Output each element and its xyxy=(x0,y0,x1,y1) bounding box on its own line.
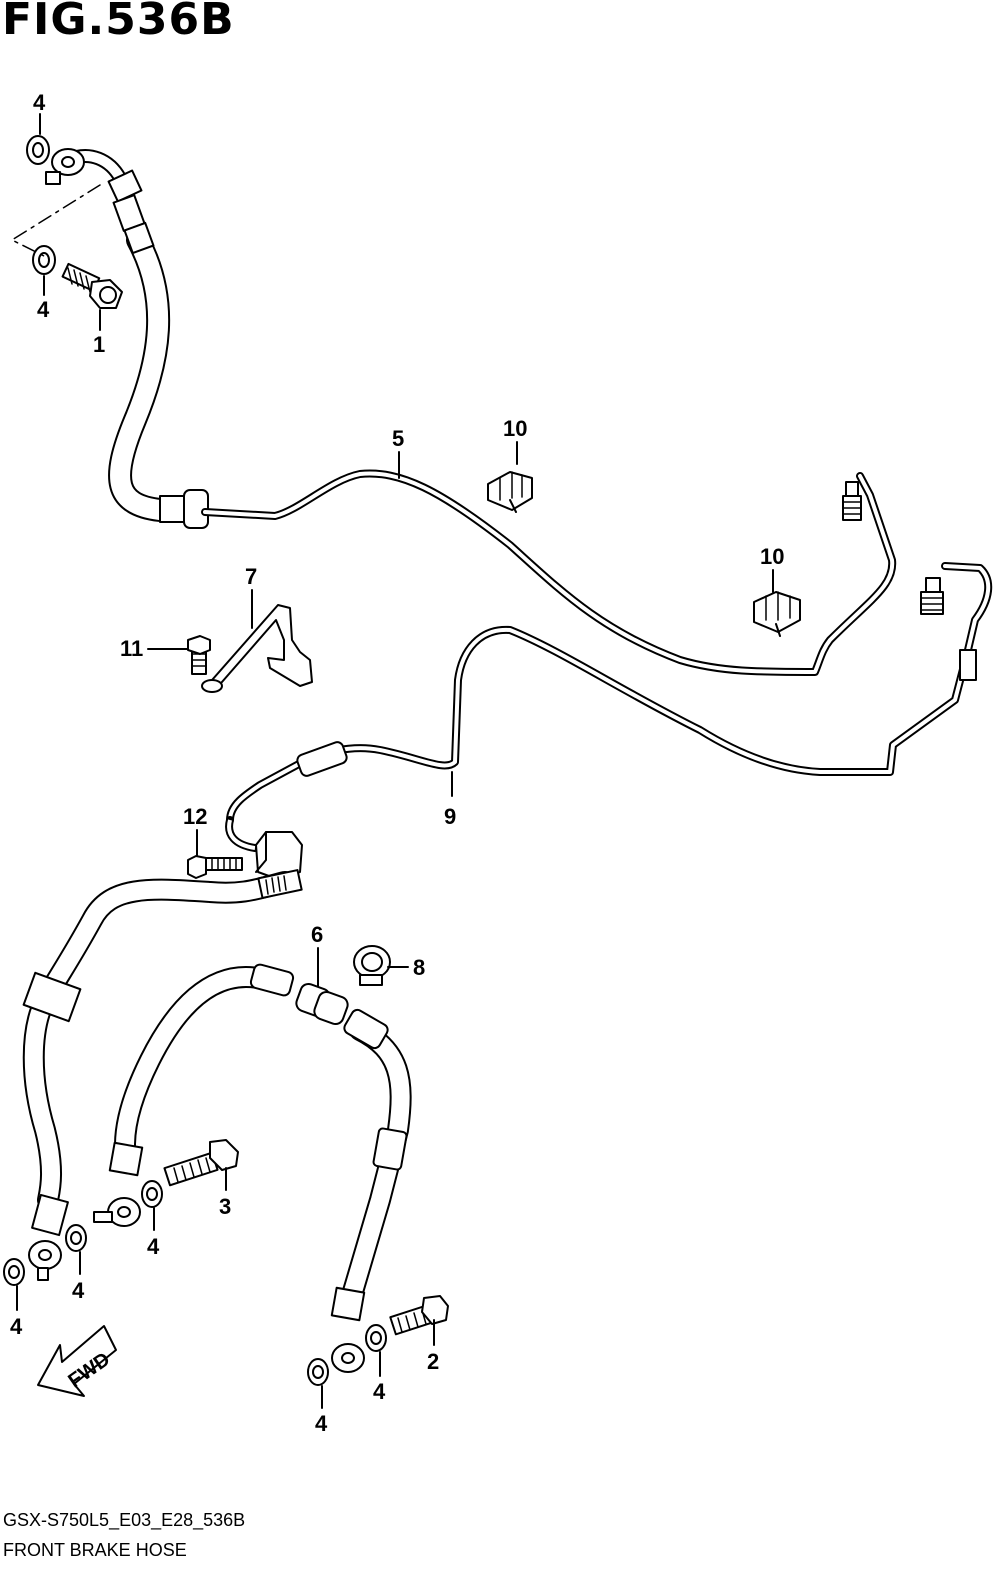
washer-right-inner xyxy=(365,1324,387,1352)
callout-washer-4-left-inner: 4 xyxy=(72,1278,85,1303)
hose-bracket-7 xyxy=(201,604,313,693)
union-bolt-3 xyxy=(163,1139,239,1187)
callout-union-bolt-1: 1 xyxy=(93,332,105,357)
upper-banjo-fitting xyxy=(45,148,85,185)
callout-washer-4-top: 4 xyxy=(33,90,46,115)
callout-union-bolt-3: 3 xyxy=(219,1194,231,1219)
callout-washer-4-left-outer: 4 xyxy=(10,1314,23,1339)
callout-bracket-7: 7 xyxy=(245,564,257,589)
hose-clamp-8 xyxy=(353,945,391,986)
callout-clamp-10-upper: 10 xyxy=(503,416,527,441)
right-brake-hose-lower xyxy=(330,1008,412,1322)
right-caliper-banjo xyxy=(331,1343,365,1373)
brake-pipe-5 xyxy=(201,469,897,676)
union-bolt-2 xyxy=(389,1295,449,1336)
bracket-bolt-11 xyxy=(187,635,211,675)
washer-right-outer xyxy=(307,1358,329,1386)
footer-section-name: FRONT BRAKE HOSE xyxy=(3,1540,187,1560)
brake-hose-splitter-6 xyxy=(295,982,349,1026)
washer-upper-top xyxy=(26,135,50,165)
callout-splitter-6: 6 xyxy=(311,922,323,947)
callout-bolt-12: 12 xyxy=(183,804,207,829)
callout-brake-pipe-5: 5 xyxy=(392,426,404,451)
union-bolt-1 xyxy=(61,262,123,309)
brake-pipe-9 xyxy=(225,562,993,852)
pipe-clamp-10-upper xyxy=(487,471,533,513)
washer-middle xyxy=(141,1180,163,1208)
callout-clamp-8: 8 xyxy=(413,955,425,980)
callout-bolt-11: 11 xyxy=(120,636,143,661)
left-caliper-banjo xyxy=(28,1240,62,1281)
joint-bolt-12 xyxy=(187,855,243,879)
brake-hose-joint xyxy=(255,831,303,881)
assembly-dash-line xyxy=(11,184,101,259)
callout-washer-4-right-inner: 4 xyxy=(373,1379,386,1404)
footer-model-code: GSX-S750L5_E03_E28_536B xyxy=(3,1510,246,1530)
callout-brake-pipe-9: 9 xyxy=(444,804,456,829)
washer-left-inner xyxy=(65,1224,87,1252)
callout-clamp-10-lower: 10 xyxy=(760,544,784,569)
washer-left-outer xyxy=(3,1258,25,1286)
pipe-9-flare-nut xyxy=(920,577,944,615)
callout-washer-4-middle: 4 xyxy=(147,1234,160,1259)
figure-title: FIG.536B xyxy=(2,0,235,45)
fwd-direction-marker: FWD xyxy=(37,1325,117,1397)
callout-washer-4-right-outer: 4 xyxy=(315,1411,328,1436)
washer-upper-bottom xyxy=(32,245,56,275)
leader-lines xyxy=(16,113,774,1409)
pipe-clamp-10-lower xyxy=(753,591,801,637)
callout-washer-4-upper: 4 xyxy=(37,297,50,322)
upper-brake-hose xyxy=(61,149,209,529)
left-brake-hose xyxy=(22,869,303,1237)
pipe-5-flare-nut xyxy=(842,481,862,521)
right-brake-hose-upper xyxy=(108,963,295,1177)
callout-union-bolt-2: 2 xyxy=(427,1349,439,1374)
middle-caliper-banjo xyxy=(93,1197,141,1227)
